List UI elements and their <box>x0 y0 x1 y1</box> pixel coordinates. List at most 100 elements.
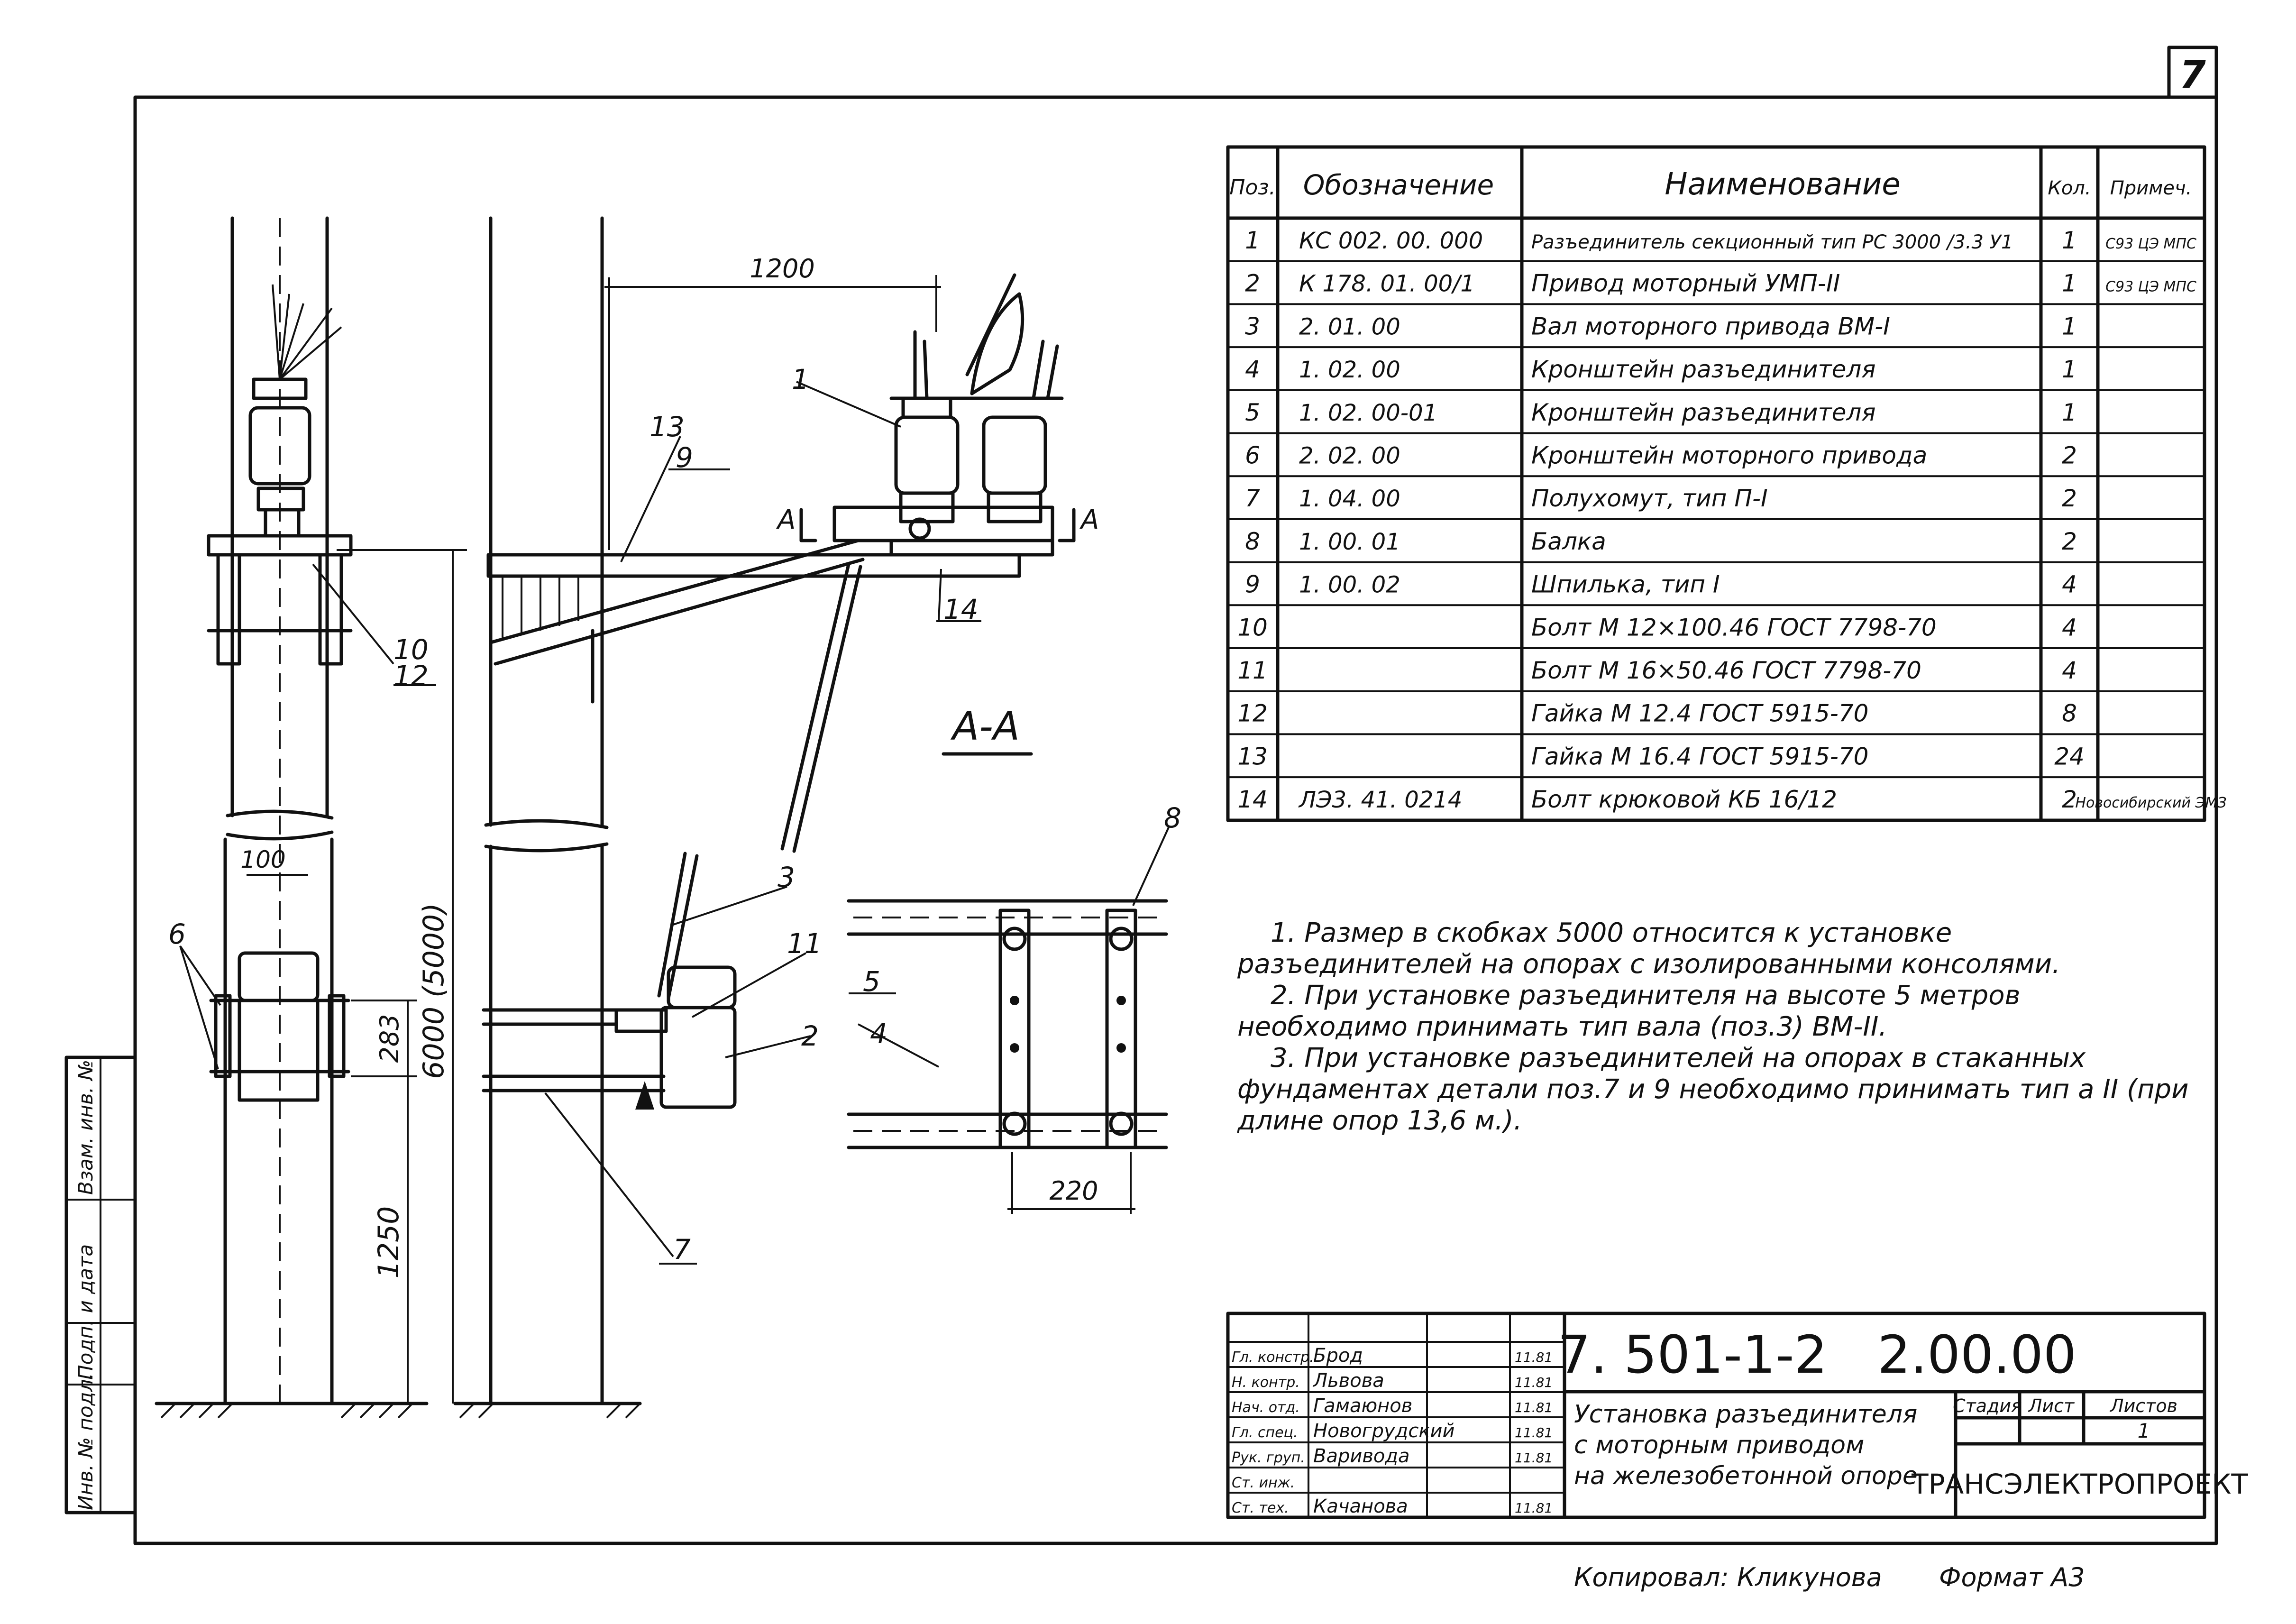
table-cell-code: 2. 02. 00 <box>1299 443 1400 469</box>
table-cell-code: ЛЭ3. 41. 0214 <box>1298 787 1462 813</box>
organization: ТРАНСЭЛЕКТРОПРОЕКТ <box>1911 1468 2248 1500</box>
spec-header-name: Наименование <box>1665 167 1900 202</box>
table-cell-qty: 1 <box>2062 399 2077 426</box>
callout-11: 11 <box>787 927 822 960</box>
title-line-3: на железобетонной опоре <box>1574 1462 1918 1490</box>
table-cell-name: Кронштейн разъединителя <box>1531 399 1875 426</box>
callout-5: 5 <box>863 965 880 998</box>
signer-role: Ст. инж. <box>1232 1475 1295 1491</box>
signer-role: Гл. констр. <box>1232 1349 1314 1366</box>
callout-10: 10 <box>393 633 429 666</box>
table-cell-code: 2. 01. 00 <box>1299 313 1400 340</box>
table-cell-pos: 7 <box>1245 485 1260 512</box>
table-cell-pos: 3 <box>1245 312 1260 340</box>
callout-9: 9 <box>676 441 693 474</box>
table-cell-qty: 24 <box>2054 743 2085 770</box>
table-cell-qty: 4 <box>2062 614 2077 641</box>
table-cell-code: КС 002. 00. 000 <box>1299 228 1483 254</box>
pole-front-view <box>155 216 429 1419</box>
dim-height: 6000 (5000) <box>417 903 450 1079</box>
note-line: длине опор 13,6 м.). <box>1237 1105 1522 1136</box>
table-cell-name: Гайка М 12.4 ГОСТ 5915-70 <box>1531 700 1868 727</box>
table-cell-code: 1. 02. 00 <box>1299 357 1400 383</box>
signer-role: Нач. отд. <box>1232 1399 1300 1416</box>
sheets-header: Листов <box>2109 1395 2177 1416</box>
note-line: 2. При установке разъединителя на высоте… <box>1271 980 2021 1011</box>
sheets-value: 1 <box>2138 1419 2150 1442</box>
table-cell-qty: 1 <box>2062 312 2077 340</box>
table-cell-qty: 4 <box>2062 657 2077 684</box>
note-line: необходимо принимать тип вала (поз.3) ВМ… <box>1237 1011 1887 1042</box>
table-cell-name: Гайка М 16.4 ГОСТ 5915-70 <box>1531 743 1868 770</box>
table-cell-code: К 178. 01. 00/1 <box>1299 271 1475 297</box>
callout-4: 4 <box>870 1018 887 1050</box>
table-cell-name: Разъединитель секционный тип РС 3000 /3.… <box>1531 231 2013 253</box>
table-cell-qty: 1 <box>2062 227 2077 254</box>
table-cell-pos: 4 <box>1245 356 1260 383</box>
callout-1: 1 <box>792 363 809 395</box>
table-cell-pos: 10 <box>1237 614 1268 641</box>
callout-6: 6 <box>168 918 186 950</box>
dim-clamp-spacing: 220 <box>1049 1176 1098 1206</box>
table-cell-pos: 6 <box>1245 442 1260 469</box>
table-cell-qty: 1 <box>2062 270 2077 297</box>
callout-leaders <box>179 381 1170 1265</box>
table-cell-qty: 2 <box>2062 485 2077 512</box>
signer-date: 11.81 <box>1515 1450 1553 1466</box>
table-cell-qty: 8 <box>2062 700 2077 727</box>
signer-role: Н. контр. <box>1232 1374 1300 1391</box>
spec-table: 1 КС 002. 00. 000 Разъединитель секционный… <box>1226 145 2227 822</box>
dim-small-offset: 100 <box>240 846 285 873</box>
table-cell-pos: 13 <box>1237 743 1268 770</box>
notes-block: 1. Размер в скобках 5000 относится к уст… <box>1237 918 2188 1137</box>
signer-date: 11.81 <box>1515 1425 1553 1440</box>
table-cell-name: Привод моторный УМП-II <box>1531 270 1840 297</box>
signer-role: Рук. груп. <box>1232 1450 1305 1466</box>
table-cell-name: Полухомут, тип П-I <box>1531 485 1768 512</box>
spec-header-note: Примеч. <box>2110 177 2192 199</box>
table-cell-qty: 4 <box>2062 571 2077 598</box>
callout-2: 2 <box>801 1020 819 1052</box>
sheet-format: Формат А3 <box>1939 1562 2085 1592</box>
drawing-frame: 7 <box>133 46 2218 1545</box>
table-cell-qty: 2 <box>2062 528 2077 555</box>
side-stamp: Инв. № подл. Подп. и дата Взам. инв. № <box>64 1055 137 1514</box>
table-cell-code: 1. 04. 00 <box>1299 486 1400 512</box>
table-cell-note: С93 ЦЭ МПС <box>2105 279 2196 295</box>
pole-side-view: A A <box>453 216 1099 1419</box>
stamp-sign-date: Подп. и дата <box>74 1244 97 1380</box>
sheet-header: Лист <box>2028 1395 2075 1416</box>
table-cell-pos: 5 <box>1245 399 1260 426</box>
stamp-inv-original: Инв. № подл. <box>74 1373 97 1510</box>
part-number: 2.00.00 <box>1877 1324 2076 1385</box>
table-cell-name: Кронштейн разъединителя <box>1531 356 1875 383</box>
table-cell-qty: 2 <box>2062 786 2077 813</box>
table-cell-code: 1. 02. 00-01 <box>1299 400 1437 426</box>
signer-role: Гл. спец. <box>1232 1424 1298 1441</box>
spec-header-pos: Поз. <box>1229 175 1275 200</box>
dim-drive-offset: 283 <box>375 1014 404 1063</box>
callout-12: 12 <box>393 660 429 692</box>
note-line: фундаментах детали поз.7 и 9 необходимо … <box>1237 1074 2189 1105</box>
table-cell-name: Шпилька, тип I <box>1531 571 1720 598</box>
table-cell-code: 1. 00. 01 <box>1299 529 1400 555</box>
table-cell-name: Кронштейн моторного привода <box>1531 442 1927 469</box>
signer-date: 11.81 <box>1515 1375 1553 1390</box>
stamp-replace-inv: Взам. инв. № <box>74 1060 97 1195</box>
table-cell-code: 1. 00. 02 <box>1299 572 1400 598</box>
callout-13: 13 <box>649 411 685 443</box>
spec-header-code: Обозначение <box>1303 169 1494 201</box>
callout-8: 8 <box>1164 802 1181 834</box>
table-cell-pos: 8 <box>1245 528 1260 555</box>
table-cell-pos: 1 <box>1245 227 1260 254</box>
section-marker-a-left: A <box>776 505 796 535</box>
table-cell-pos: 2 <box>1245 270 1260 297</box>
section-label: А-А <box>942 704 1033 756</box>
signer-date: 11.81 <box>1515 1500 1553 1516</box>
signer-name: Львова <box>1312 1370 1384 1392</box>
signer-name: Варивода <box>1313 1445 1410 1467</box>
doc-number: 7. 501-1-2 <box>1557 1324 1827 1385</box>
table-cell-name: Болт крюковой КБ 16/12 <box>1531 786 1837 813</box>
